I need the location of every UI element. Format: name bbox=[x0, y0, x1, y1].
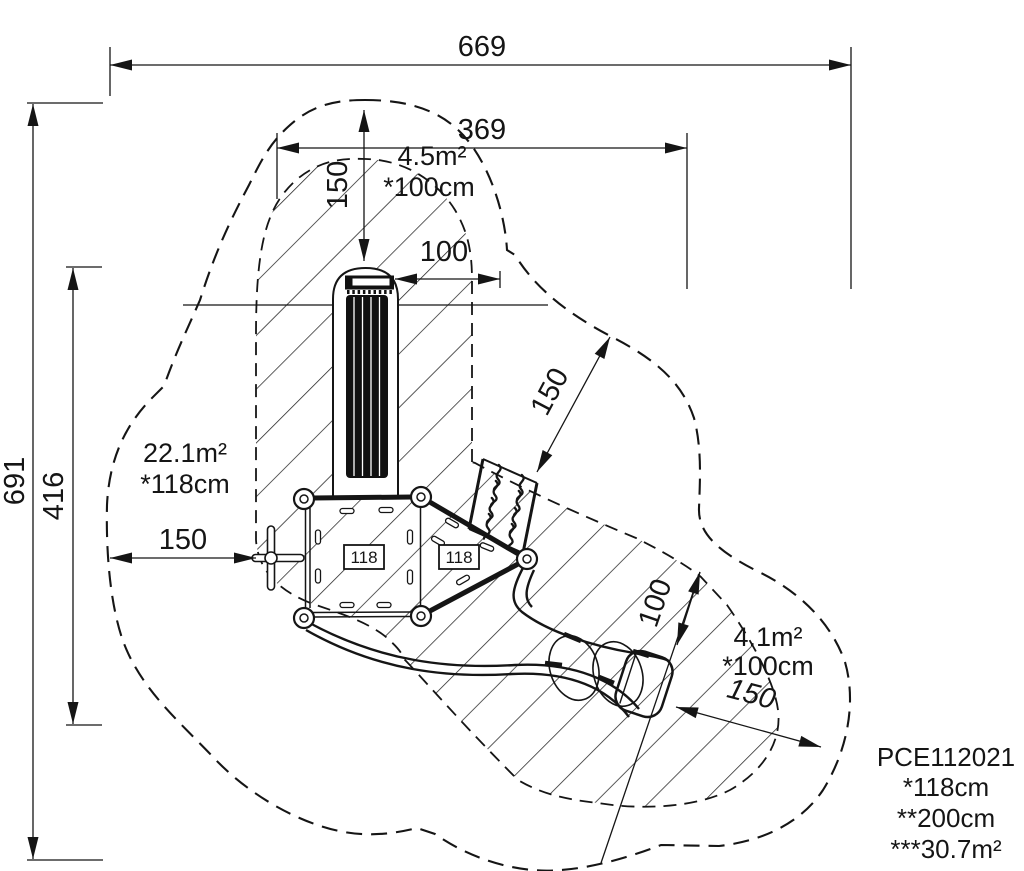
platform-top-edge bbox=[312, 494, 413, 501]
tower-top-bracket-slot bbox=[352, 278, 390, 286]
label-inner-height: 416 bbox=[38, 472, 70, 520]
triangle-platform-badge bbox=[438, 544, 480, 570]
product-spec-3: ***30.7m² bbox=[890, 834, 1002, 864]
product-spec-1: *118cm bbox=[903, 772, 989, 802]
label-overall-width: 669 bbox=[458, 31, 506, 63]
square-platform-height: 118 bbox=[350, 548, 377, 567]
triangle-platform-height: 118 bbox=[445, 548, 472, 567]
slide-end-section bbox=[614, 649, 674, 719]
label-top-clearance: 150 bbox=[322, 161, 354, 209]
slide-zone-annotation: 4.1m² *100cm bbox=[722, 622, 814, 681]
climbing-net bbox=[467, 458, 539, 554]
slide-hood-sections bbox=[548, 634, 644, 708]
label-upper-width: 369 bbox=[458, 114, 506, 146]
dim-upper-width bbox=[276, 133, 688, 289]
slide-connector-tabs bbox=[544, 631, 650, 686]
product-spec-2: **200cm bbox=[897, 803, 995, 833]
safety-zone-outline bbox=[105, 98, 852, 871]
main-zone-area: 22.1m² bbox=[143, 438, 227, 468]
triangle-ne-edge bbox=[426, 498, 522, 558]
label-tower-offset: 100 bbox=[420, 236, 468, 268]
triangle-se-edge bbox=[426, 560, 522, 615]
tower-zone-area: 4.5m² bbox=[397, 141, 466, 171]
product-info-block: PCE112021 *118cm **200cm ***30.7m² bbox=[877, 742, 1015, 864]
steering-wheel bbox=[251, 525, 305, 591]
dim-slide-end-clearance bbox=[675, 706, 822, 748]
net-rail-left bbox=[467, 458, 485, 530]
pole-tower bbox=[332, 266, 399, 497]
main-zone-annotation: 22.1m² *118cm bbox=[140, 438, 230, 499]
pole-bundle bbox=[346, 295, 388, 478]
slide-outer-rail bbox=[305, 619, 640, 710]
label-left-clearance: 150 bbox=[159, 524, 207, 556]
label-overall-height: 691 bbox=[0, 457, 31, 505]
slide-entry-rail bbox=[525, 569, 536, 608]
pole-stripes bbox=[353, 297, 381, 476]
square-platform-badge bbox=[343, 544, 385, 570]
slide bbox=[305, 565, 674, 719]
platform-posts bbox=[292, 485, 539, 630]
triangle-platform bbox=[426, 498, 522, 615]
tower-zone-annotation: 4.5m² *100cm bbox=[383, 141, 475, 202]
fall-zone-dashed-boundary bbox=[255, 157, 780, 808]
triangle-slots bbox=[430, 517, 495, 586]
label-net-clearance: 150 bbox=[525, 363, 576, 421]
slide-zone-height: *100cm bbox=[722, 651, 814, 681]
main-zone-height: *118cm bbox=[140, 469, 230, 499]
dim-overall-width bbox=[109, 47, 852, 289]
dim-slide-clearance bbox=[600, 571, 701, 864]
wheel-hub bbox=[264, 551, 278, 565]
product-code: PCE112021 bbox=[877, 742, 1015, 772]
dim-net-clearance bbox=[536, 336, 611, 473]
net-rail-right bbox=[521, 482, 539, 554]
dim-inner-height bbox=[66, 266, 102, 726]
dim-overall-height bbox=[27, 102, 103, 861]
net-rungs bbox=[482, 463, 525, 550]
tower-zone-height: *100cm bbox=[383, 172, 475, 202]
dim-tower-offset bbox=[395, 271, 501, 288]
platform-slots bbox=[314, 506, 414, 609]
platform-height-badges: 118 118 bbox=[343, 544, 480, 570]
slide-zone-area: 4.1m² bbox=[733, 622, 802, 652]
square-platform bbox=[304, 494, 422, 618]
